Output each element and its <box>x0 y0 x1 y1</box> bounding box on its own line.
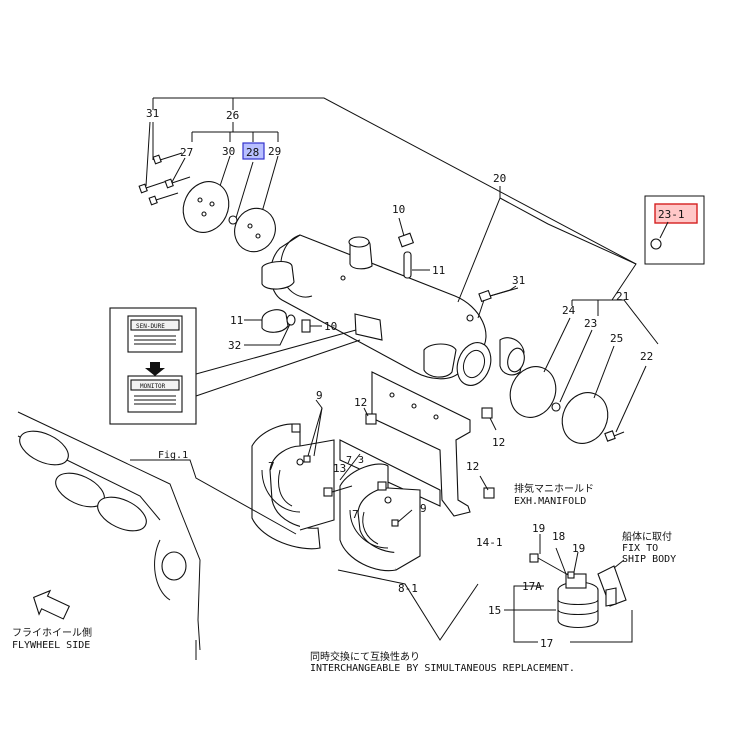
plate-label-old: SEN-DURE <box>136 323 165 330</box>
part-19-b: 19 <box>572 542 585 555</box>
mount-assembly-15[interactable] <box>557 573 599 629</box>
label-exh-manifold-jp: 排気マニホールド <box>514 482 594 495</box>
part-7-b: 7 <box>352 508 359 521</box>
gasket-29[interactable] <box>228 202 283 259</box>
part-23-1[interactable]: 23-1 <box>658 208 685 221</box>
o-ring-23[interactable] <box>551 402 561 412</box>
bolt-19-18[interactable] <box>529 553 575 579</box>
label-exh-manifold-en: EXH.MANIFOLD <box>514 496 586 507</box>
label-fig-1: Fig.1 <box>158 450 188 461</box>
gasket-24[interactable] <box>502 359 564 425</box>
part-7-a: 7 <box>268 460 275 473</box>
part-11-top: 11 <box>432 264 445 277</box>
part-32: 32 <box>228 339 241 352</box>
label-fix-en-2: SHIP BODY <box>622 554 676 565</box>
label-interchangeable-jp: 同時交換にて互換性あり <box>310 650 420 663</box>
label-flywheel-en: FLYWHEEL SIDE <box>12 640 90 651</box>
part-17a: 17A <box>522 580 542 593</box>
leader-21 <box>499 197 637 301</box>
leader-lines-top <box>145 97 637 265</box>
leader-lines-12 <box>363 407 497 491</box>
leader-lines-right <box>489 287 659 433</box>
leader-20 <box>457 186 501 303</box>
plate-change-inset <box>109 307 361 425</box>
part-9-a: 9 <box>316 389 323 402</box>
part-18: 18 <box>552 530 565 543</box>
part-30: 30 <box>222 145 235 158</box>
part-29: 29 <box>268 145 281 158</box>
part-number-labels: 31 26 27 30 28 29 10 11 20 31 21 24 23 2… <box>146 107 685 650</box>
annotation-labels: 排気マニホールド EXH.MANIFOLD Fig.1 フライホイール側 FLY… <box>12 323 676 674</box>
label-interchangeable-en: INTERCHANGEABLE BY SIMULTANEOUS REPLACEM… <box>310 663 575 674</box>
part-14-1: 14-1 <box>476 536 503 549</box>
part-15: 15 <box>488 604 501 617</box>
part-25: 25 <box>610 332 623 345</box>
part-9-b: 9 <box>420 502 427 515</box>
plate-label-new: MONITOR <box>140 383 166 390</box>
exhaust-manifold-20[interactable] <box>261 234 527 390</box>
part-24: 24 <box>562 304 576 317</box>
part-11-left: 11 <box>230 314 243 327</box>
bolt-12-a[interactable] <box>365 413 377 425</box>
part-13: 13 <box>333 462 346 475</box>
bolt-9[interactable] <box>303 455 399 527</box>
part-31-a: 31 <box>146 107 159 120</box>
part-31-b: 31 <box>512 274 525 287</box>
part-10-left: 10 <box>324 320 337 333</box>
flywheel-arrow-icon <box>33 589 71 620</box>
inset-part-23-1 <box>644 195 705 265</box>
cover-25[interactable] <box>554 385 616 451</box>
bolt-22[interactable] <box>604 430 625 442</box>
part-26: 26 <box>226 109 239 122</box>
clamp-7-a[interactable] <box>278 423 301 507</box>
label-flywheel-jp: フライホイール側 <box>12 626 92 639</box>
part-17: 17 <box>540 637 553 650</box>
hose-11-left[interactable] <box>244 309 289 333</box>
bolts-31[interactable] <box>138 152 191 206</box>
cover-plate-27[interactable] <box>175 174 237 240</box>
part-28[interactable]: 28 <box>246 146 259 159</box>
engine-block-outline <box>17 411 297 660</box>
plug-10-left[interactable] <box>301 319 322 333</box>
part-12-a: 12 <box>354 396 367 409</box>
o-ring-28[interactable] <box>228 215 238 225</box>
part-8-1: 8-1 <box>398 582 418 595</box>
part-12-b: 12 <box>492 436 505 449</box>
pipe-11-top[interactable] <box>403 251 430 279</box>
part-73: 7 3 <box>346 455 364 466</box>
part-12-c: 12 <box>466 460 479 473</box>
part-19-a: 19 <box>532 522 545 535</box>
label-fix-en-1: FIX TO <box>622 543 658 554</box>
bolt-13[interactable] <box>323 485 353 497</box>
part-22: 22 <box>640 350 653 363</box>
bracket-fix-to-ship[interactable] <box>597 565 627 607</box>
leader-lines-lower-right <box>504 534 633 643</box>
bolt-12-c[interactable] <box>483 487 495 499</box>
bolt-12-b[interactable] <box>481 407 493 419</box>
part-10-top: 10 <box>392 203 405 216</box>
bolt-31-mid[interactable] <box>477 285 517 319</box>
clamp-7-b[interactable] <box>362 481 387 545</box>
part-23: 23 <box>584 317 597 330</box>
part-27: 27 <box>180 146 193 159</box>
highlight-part-23-1[interactable] <box>654 203 698 224</box>
part-20: 20 <box>493 172 506 185</box>
part-21: 21 <box>616 290 629 303</box>
label-fix-jp: 船体に取付 <box>622 530 672 543</box>
clamp-32[interactable] <box>244 314 296 346</box>
highlight-part-28[interactable] <box>242 142 265 160</box>
plug-10-top[interactable] <box>397 217 415 248</box>
leader-lines-9 <box>307 399 413 523</box>
